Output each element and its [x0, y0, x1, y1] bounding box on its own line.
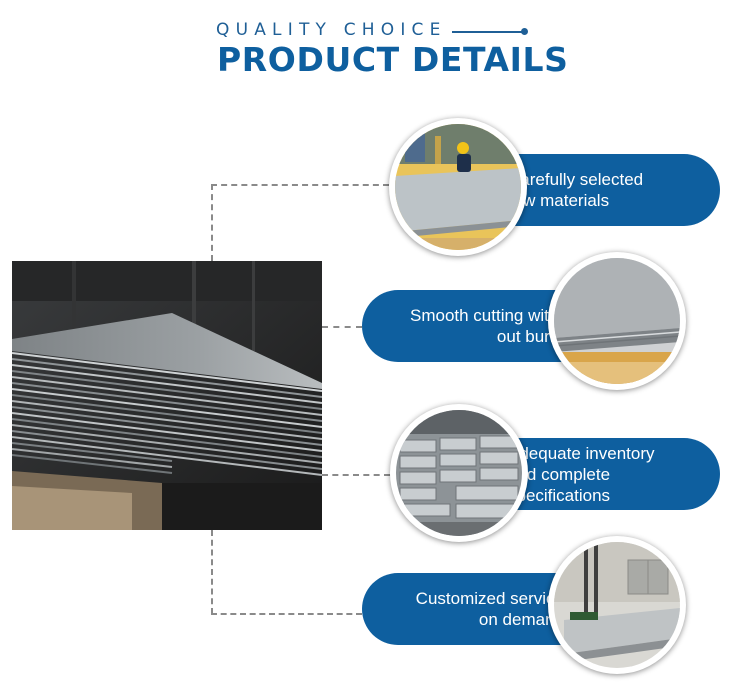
- feature-label: Smooth cutting with- out burrs: [410, 305, 564, 347]
- feature-label-line: Customized service: [415, 589, 564, 608]
- connector-to-feature-2: [322, 326, 362, 328]
- page-title: PRODUCT DETAILS: [217, 40, 569, 79]
- connector-to-feature-4: [211, 613, 362, 615]
- feature-label-line: specifications: [508, 485, 611, 505]
- steel-sheet-stack-image: [12, 261, 322, 530]
- connector-to-feature-1: [211, 184, 389, 186]
- kicker-divider: [452, 31, 522, 33]
- feature-label: Adequate inventory and complete specific…: [508, 443, 655, 506]
- feature-label-line: out burrs: [496, 327, 564, 346]
- sheet-edge-closeup-image: [554, 258, 680, 384]
- feature-label-line: raw materials: [508, 191, 610, 210]
- warehouse-stacks-image: [396, 410, 522, 536]
- lifting-equipment-image: [554, 542, 680, 668]
- connector-vertical-bottom: [211, 530, 213, 614]
- feature-label-line: Smooth cutting with-: [409, 306, 564, 325]
- worker-with-sheets-image: [395, 124, 521, 250]
- connector-vertical-top: [211, 184, 213, 261]
- smooth-cutting-photo: [548, 252, 686, 390]
- feature-label: Carefully selected raw materials: [508, 169, 643, 211]
- feature-label-line: Adequate inventory: [508, 443, 655, 463]
- steel-sheet-stack-photo: [12, 261, 322, 530]
- kicker-text: QUALITY CHOICE: [216, 20, 447, 40]
- customized-service-photo: [548, 536, 686, 674]
- section-header: QUALITY CHOICE PRODUCT DETAILS: [0, 0, 750, 90]
- connector-to-feature-3: [322, 474, 390, 476]
- feature-label: Customized service on demand: [416, 588, 564, 630]
- inventory-photo: [390, 404, 528, 542]
- feature-label-line: Carefully selected: [508, 170, 644, 189]
- raw-materials-photo: [389, 118, 527, 256]
- feature-label-line: and complete: [508, 464, 611, 484]
- feature-label-line: on demand: [478, 610, 564, 629]
- kicker-dot: [521, 28, 528, 35]
